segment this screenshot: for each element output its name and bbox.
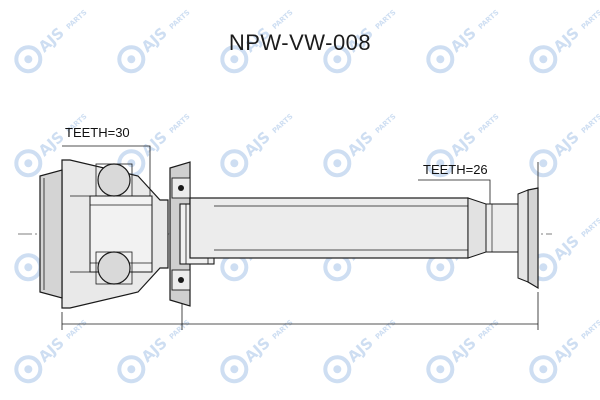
teeth-count-label-left: TEETH=30 (65, 125, 130, 140)
ball-upper (97, 163, 131, 197)
teeth-count-label-right: TEETH=26 (423, 162, 488, 177)
part-number-title: NPW-VW-008 (228, 30, 372, 55)
dimension-lines (61, 145, 539, 330)
ball-lower (97, 251, 131, 285)
teeth-right-leader (418, 179, 491, 204)
teeth-left-leader (62, 145, 151, 196)
outer-flange (517, 187, 539, 290)
main-shaft (189, 197, 529, 259)
joint-balls (95, 163, 133, 285)
